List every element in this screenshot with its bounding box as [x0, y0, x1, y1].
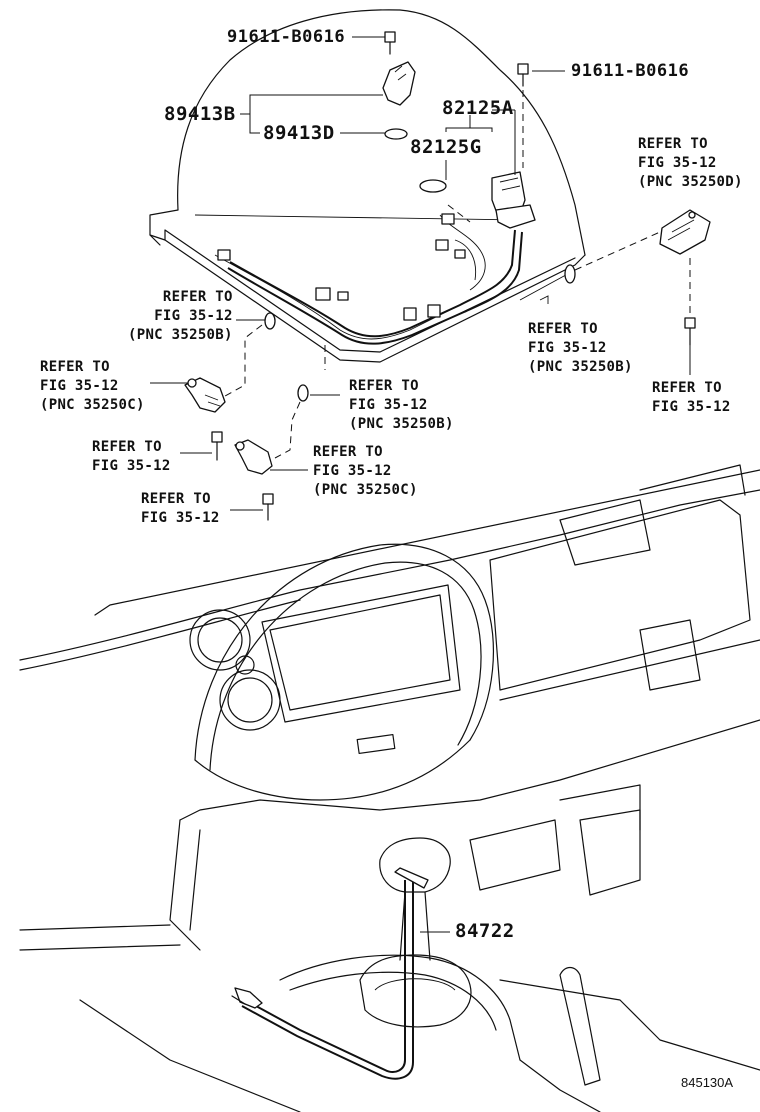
ref-line: (PNC 35250C)	[313, 482, 418, 498]
part-number-harness-a[interactable]: 82125A	[442, 97, 514, 119]
part-number-bolt-top[interactable]: 91611-B0616	[227, 27, 346, 47]
ref-line: FIG 35-12	[638, 155, 717, 171]
part-number-shift-cable[interactable]: 84722	[455, 920, 515, 942]
ref-line: FIG 35-12	[313, 463, 392, 479]
ref-block-bolt-right[interactable]: REFER TO FIG 35-12	[652, 379, 731, 417]
ref-line: (PNC 35250B)	[128, 327, 233, 343]
ref-line: FIG 35-12	[141, 510, 220, 526]
ref-line: REFER TO	[40, 359, 110, 375]
ref-line: (PNC 35250B)	[528, 359, 633, 375]
ref-line: REFER TO	[528, 321, 598, 337]
bracket-35250c-left	[184, 312, 276, 413]
transmission-housing	[149, 9, 661, 363]
ref-line: REFER TO	[92, 439, 162, 455]
ref-line: FIG 35-12	[40, 378, 119, 394]
figure-code: 845130A	[681, 1075, 734, 1090]
ref-block-35250c-middle[interactable]: REFER TO FIG 35-12 (PNC 35250C)	[313, 443, 418, 500]
part-number-sensor-seal[interactable]: 89413D	[263, 122, 335, 144]
ref-block-35250b-middle[interactable]: REFER TO FIG 35-12 (PNC 35250B)	[349, 377, 454, 434]
ref-line: FIG 35-12	[154, 308, 233, 324]
ref-line: REFER TO	[349, 378, 419, 394]
leader-lines	[150, 36, 691, 933]
ref-block-35250c-left[interactable]: REFER TO FIG 35-12 (PNC 35250C)	[40, 358, 145, 415]
ref-line: REFER TO	[313, 444, 383, 460]
ref-line: REFER TO	[141, 491, 211, 507]
ref-line: FIG 35-12	[528, 340, 607, 356]
ref-block-35250d[interactable]: REFER TO FIG 35-12 (PNC 35250D)	[638, 135, 743, 192]
vehicle-interior	[19, 464, 760, 1112]
ref-line: REFER TO	[638, 136, 708, 152]
ref-block-bolt-lower[interactable]: REFER TO FIG 35-12	[141, 490, 220, 528]
ref-block-35250b-right[interactable]: REFER TO FIG 35-12 (PNC 35250B)	[528, 320, 633, 377]
part-number-bolt-right[interactable]: 91611-B0616	[571, 61, 690, 81]
ref-line: (PNC 35250D)	[638, 174, 743, 190]
part-number-harness-g[interactable]: 82125G	[410, 136, 482, 158]
ref-line: FIG 35-12	[349, 397, 428, 413]
ref-line: (PNC 35250C)	[40, 397, 145, 413]
ref-line: REFER TO	[162, 289, 233, 305]
ref-block-bolt-upper[interactable]: REFER TO FIG 35-12	[92, 438, 171, 476]
ref-line: (PNC 35250B)	[349, 416, 454, 432]
ref-line: FIG 35-12	[652, 399, 731, 415]
part-number-sensor-assy[interactable]: 89413B	[164, 103, 236, 125]
bracket-35250d	[659, 209, 711, 346]
bracket-35250c-middle	[211, 345, 326, 521]
ref-line: REFER TO	[652, 380, 722, 396]
ref-block-35250b-left[interactable]: REFER TO FIG 35-12 (PNC 35250B)	[128, 288, 233, 345]
ref-line: FIG 35-12	[92, 458, 171, 474]
